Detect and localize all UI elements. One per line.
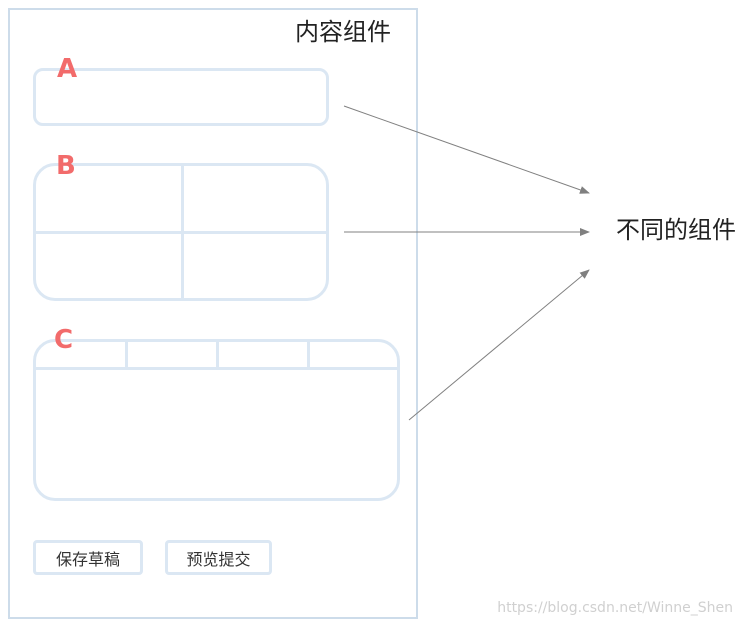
component-b-label: B xyxy=(56,151,76,181)
component-c-tab-separator xyxy=(307,342,310,369)
different-components-label: 不同的组件 xyxy=(616,216,736,244)
component-b-horizontal-divider xyxy=(36,231,326,234)
component-c-label: C xyxy=(54,325,74,355)
arrow-c-to-target xyxy=(408,269,590,421)
panel-title: 内容组件 xyxy=(295,18,391,46)
component-b-box[interactable] xyxy=(33,163,329,301)
component-c-tab-separator xyxy=(125,342,128,369)
preview-submit-button[interactable]: 预览提交 xyxy=(165,540,272,575)
component-c-tab-separator xyxy=(216,342,219,369)
arrow-a-to-target xyxy=(343,105,590,194)
save-draft-button[interactable]: 保存草稿 xyxy=(33,540,143,575)
component-c-box[interactable] xyxy=(33,339,400,501)
watermark: https://blog.csdn.net/Winne_Shen xyxy=(497,600,733,616)
component-a-label: A xyxy=(57,54,78,84)
component-a-box[interactable] xyxy=(33,68,329,126)
